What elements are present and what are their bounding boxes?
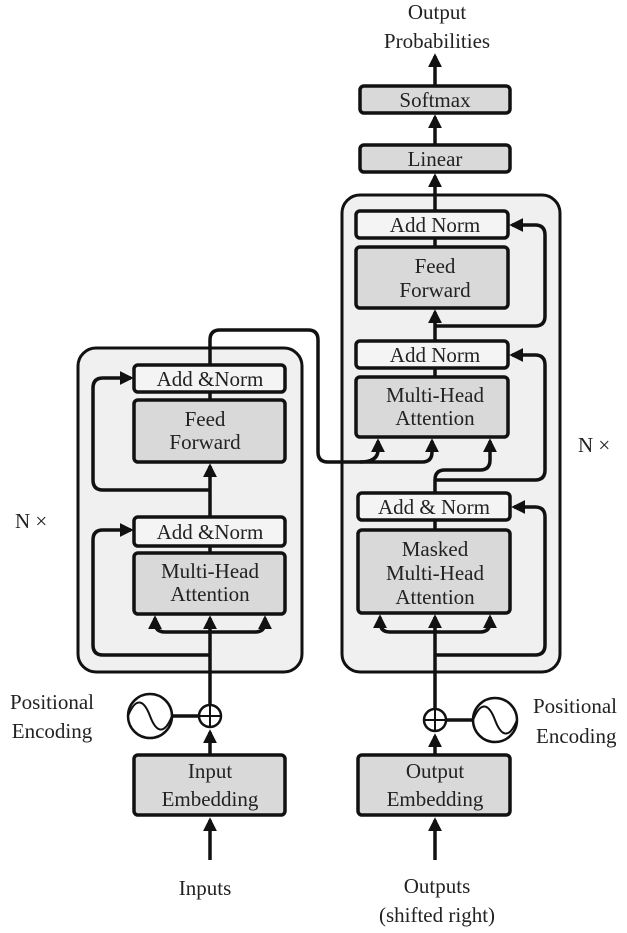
encoder-add-icon — [197, 703, 223, 729]
encoder-ff-label-1: Feed — [185, 407, 226, 431]
softmax-label: Softmax — [399, 88, 471, 112]
decoder-add-norm-top — [354, 209, 510, 240]
inputs-label: Inputs — [179, 876, 232, 900]
masked-mha-label-3: Attention — [395, 585, 475, 609]
decoder-mha-label-1: Multi-Head — [386, 383, 484, 407]
decoder-mha-label-2: Attention — [395, 406, 475, 430]
encoder-mha-label-2: Attention — [170, 582, 250, 606]
encoder-mha-label-1: Multi-Head — [161, 559, 259, 583]
decoder-add-norm-top-label: Add Norm — [390, 213, 480, 237]
decoder-multi-head-attention — [354, 375, 510, 439]
encoder-positional-sine-icon — [126, 692, 174, 740]
encoder-connections — [91, 328, 439, 860]
decoder-positional-label-2: Encoding — [536, 724, 617, 748]
encoder-positional-label-1: Positional — [10, 690, 94, 714]
masked-mha-label-1: Masked — [402, 537, 469, 561]
encoder-multi-head-attention — [132, 551, 287, 616]
output-embedding-label-2: Embedding — [387, 787, 484, 811]
encoder-feed-forward — [132, 398, 287, 464]
softmax-block — [358, 84, 512, 115]
input-embedding-label-2: Embedding — [162, 787, 259, 811]
encoder-add-norm-top-label: Add &Norm — [157, 367, 264, 391]
decoder-positional-sine-icon — [471, 696, 519, 744]
decoder-ff-label-1: Feed — [415, 254, 456, 278]
decoder-add-norm-mid-label: Add Norm — [390, 343, 480, 367]
input-embedding — [132, 753, 287, 817]
encoder-add-norm-bottom-label: Add &Norm — [157, 520, 264, 544]
decoder-ff-label-2: Forward — [399, 278, 471, 302]
outputs-label: Outputs — [404, 874, 471, 898]
outputs-shifted-label: (shifted right) — [379, 903, 495, 927]
encoder-add-norm-bottom — [132, 515, 287, 548]
output-embedding — [356, 753, 512, 817]
decoder-add-norm-mid — [354, 339, 510, 370]
masked-mha-label-2: Multi-Head — [386, 561, 484, 585]
encoder-container — [76, 346, 304, 674]
linear-label: Linear — [408, 147, 463, 171]
decoder-add-icon — [422, 707, 448, 733]
encoder-repeat-label: N × — [15, 509, 47, 533]
encoder-add-norm-top — [132, 363, 287, 394]
linear-block — [358, 143, 512, 174]
decoder-positional-label-1: Positional — [533, 694, 617, 718]
output-probabilities-label-2: Probabilities — [384, 29, 490, 53]
decoder-add-norm-bottom — [356, 491, 512, 522]
input-embedding-label-1: Input — [188, 759, 232, 783]
output-embedding-label-1: Output — [406, 759, 465, 783]
decoder-repeat-label: N × — [578, 433, 610, 457]
decoder-masked-multi-head-attention — [356, 528, 512, 615]
decoder-add-norm-bottom-label: Add & Norm — [378, 495, 490, 519]
decoder-feed-forward — [354, 245, 510, 310]
output-probabilities-label-1: Output — [408, 0, 467, 24]
encoder-positional-label-2: Encoding — [12, 719, 93, 743]
encoder-ff-label-2: Forward — [169, 430, 241, 454]
